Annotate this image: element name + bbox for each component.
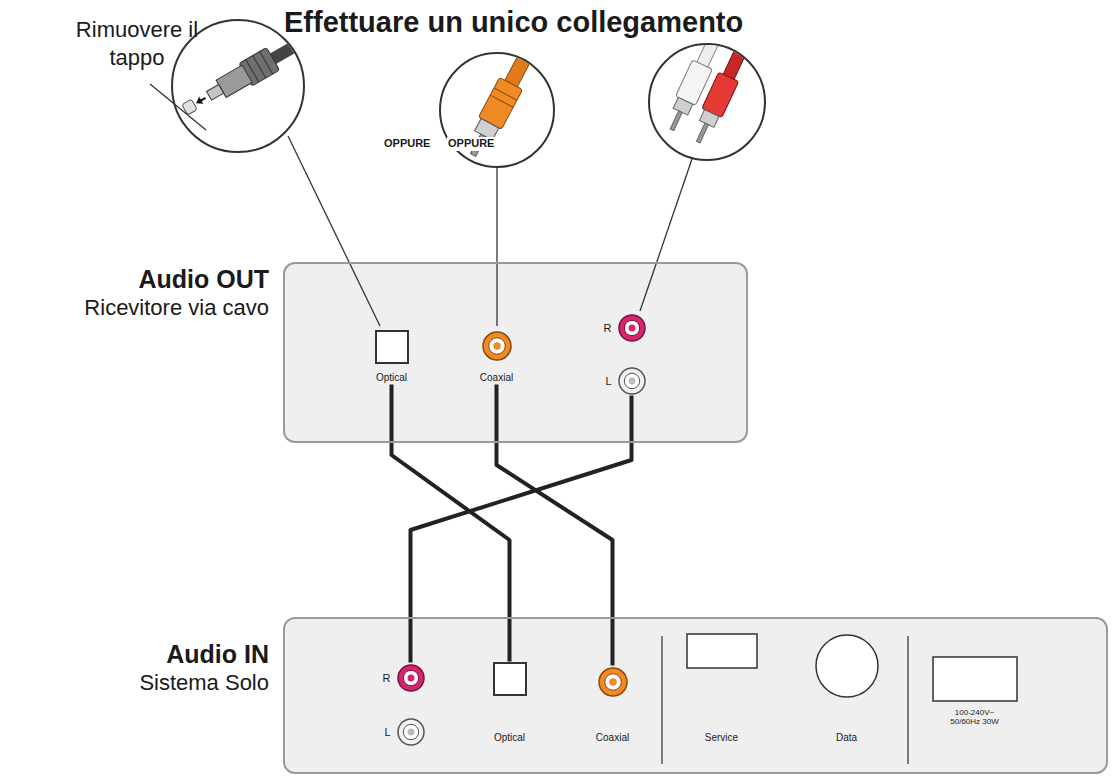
diagram-title: Effettuare un unico collegamento (284, 6, 743, 39)
service-port: Service (684, 633, 760, 745)
panel-heading: Audio INSistema Solo (139, 639, 269, 698)
panel-title: Audio IN (139, 639, 269, 669)
optical-plug-illustration (178, 26, 317, 121)
coaxial-plug-illustration (440, 42, 554, 167)
panel-title: Audio OUT (84, 264, 269, 294)
instruction-note: Rimuovere il tappo (52, 16, 222, 71)
coaxial-port: Coaxial (594, 666, 632, 745)
leader-line (150, 84, 206, 130)
optical-port-shape (493, 662, 527, 696)
rca-port-pair: RL (595, 313, 647, 396)
power-socket-shape (933, 657, 1017, 701)
port-label: Service (705, 732, 738, 744)
port-label: Data (836, 732, 857, 744)
panel-fill (284, 618, 1107, 773)
rca-jack-white (396, 717, 426, 747)
leader-line (288, 136, 380, 326)
leader-line (496, 168, 497, 326)
or-label: OPPURE (447, 137, 495, 151)
port-label: Optical (376, 372, 407, 384)
rca-plugs-illustration (699, 110, 719, 128)
optical-plug-illustration (178, 26, 317, 121)
coaxial-plug-illustration (490, 95, 513, 107)
device-panel: Audio INSistema SoloRLOpticalCoaxialServ… (283, 617, 1108, 774)
channel-label: L (595, 374, 612, 388)
port-label: 100-240V~ 50/60Hz 30W (950, 708, 1000, 727)
rca-port-pair: RL (374, 663, 426, 747)
port-label: Optical (494, 732, 525, 744)
rca-jack-red (403, 670, 418, 685)
audio-cable (411, 396, 632, 663)
coaxial-port-shape (493, 342, 501, 350)
rca-plugs-illustration (662, 28, 753, 147)
leader-line (640, 159, 692, 311)
optical-port-shape (494, 663, 526, 695)
rca-jack-red (624, 320, 639, 335)
port-label: Coaxial (596, 732, 629, 744)
rca-plugs-illustration (670, 111, 682, 131)
rca-jack-red (617, 313, 647, 343)
rca-jack-white (619, 368, 645, 394)
rca-jack-red (407, 674, 414, 681)
optical-port-shape (376, 331, 408, 363)
audio-cable (497, 385, 613, 666)
data-port: Data (813, 634, 881, 745)
rca-jack-white (624, 373, 639, 388)
rca-plugs-illustration (662, 28, 753, 147)
coaxial-port-shape (483, 332, 511, 360)
data-port-shape (815, 634, 879, 698)
rca-jack-white (617, 366, 647, 396)
device-panel: Audio OUTRicevitore via cavoOpticalCoaxi… (283, 262, 748, 443)
panel-divider (661, 636, 663, 764)
coaxial-plug-illustration (440, 53, 554, 167)
coaxial-port-shape (481, 330, 513, 362)
optical-port-shape (375, 330, 409, 364)
channel-label: R (595, 321, 612, 335)
rca-jack-white (407, 728, 414, 735)
optical-port: Optical (491, 662, 529, 745)
rca-jack-white (398, 719, 424, 745)
coaxial-port-shape (599, 668, 627, 696)
rca-jack-red (628, 324, 635, 331)
panel-subtitle: Sistema Solo (139, 669, 269, 698)
power-socket-shape (932, 656, 1018, 702)
panel-heading: Audio OUTRicevitore via cavo (84, 264, 269, 323)
service-port-shape (686, 633, 758, 669)
optical-port: Optical (373, 330, 411, 385)
coaxial-port-shape (488, 337, 505, 354)
rca-plugs-illustration (696, 123, 708, 143)
service-port-shape (687, 634, 757, 668)
channel-label: R (374, 671, 391, 685)
data-port-shape (816, 635, 878, 697)
rca-jack-red (396, 663, 426, 693)
panel-divider (907, 636, 909, 764)
coaxial-port: Coaxial (478, 330, 516, 385)
channel-label: L (374, 725, 391, 739)
rca-plugs-illustration (649, 28, 765, 160)
rca-jack-white (403, 724, 418, 739)
port-label: Coaxial (480, 372, 513, 384)
rca-jack-white (628, 377, 635, 384)
panel-fill (284, 263, 747, 442)
coaxial-port-shape (609, 678, 617, 686)
rca-jack-red (398, 665, 424, 691)
rca-jack-red (619, 315, 645, 341)
coaxial-port-shape (597, 666, 629, 698)
optical-plug-illustration (260, 52, 273, 75)
panel-fill (284, 263, 1107, 773)
power-socket: 100-240V~ 50/60Hz 30W (930, 656, 1020, 729)
rca-plugs-illustration (673, 97, 693, 115)
optical-plug-illustration (207, 84, 224, 100)
coaxial-port-shape (604, 673, 621, 690)
panel-subtitle: Ricevitore via cavo (84, 294, 269, 323)
or-label: OPPURE (383, 137, 431, 151)
